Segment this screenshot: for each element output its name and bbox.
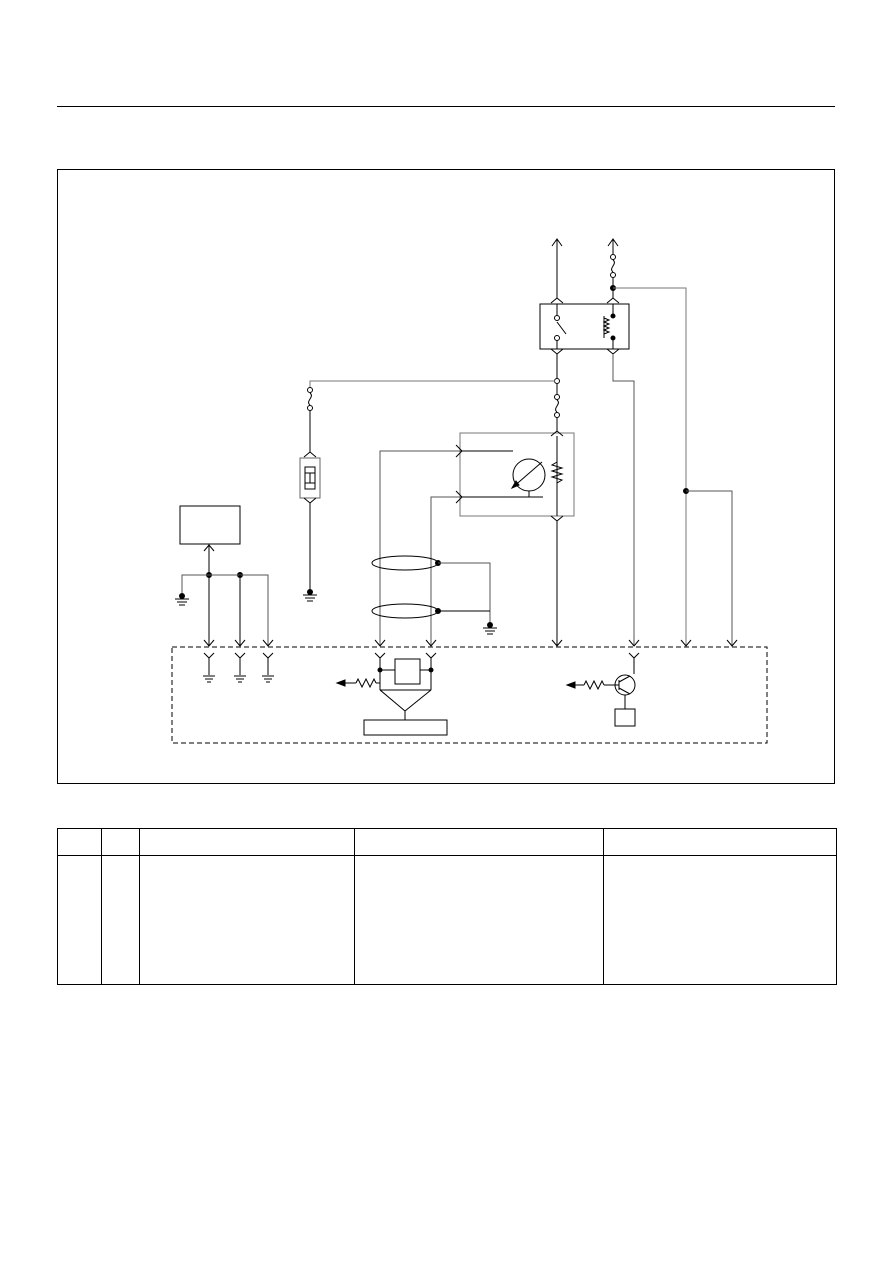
fuse-top [610,254,616,298]
table-cell [139,855,355,985]
shield-ellipses [371,555,497,635]
ecm-input-arrows [203,639,738,647]
table-cell [354,855,604,985]
motor-element [299,451,321,592]
header-rule [57,106,835,107]
diagnosis-table [57,828,837,985]
table-header-cell [101,828,140,856]
wiring-diagram [171,238,768,744]
ecm-amplifier [335,652,448,736]
table-header-cell [139,828,355,856]
table-cell [603,855,837,985]
supply-arrow-left [551,238,563,298]
ecm-transistor [565,652,640,727]
table-cell [101,855,140,985]
table-header-row [57,828,837,856]
wiring-diagram-frame [57,169,835,784]
supply-arrow-right [607,238,619,254]
module-box [179,505,241,545]
ground-motor [303,594,317,602]
table-cell [57,855,102,985]
fuse-sensor [554,384,560,431]
table-header-cell [603,828,837,856]
relay [539,297,630,355]
table-header-cell [57,828,102,856]
table-row [57,855,837,985]
ecm-terminals [203,652,274,683]
ecm-box [171,646,768,744]
sensor-box [459,430,575,522]
table-header-cell [354,828,604,856]
